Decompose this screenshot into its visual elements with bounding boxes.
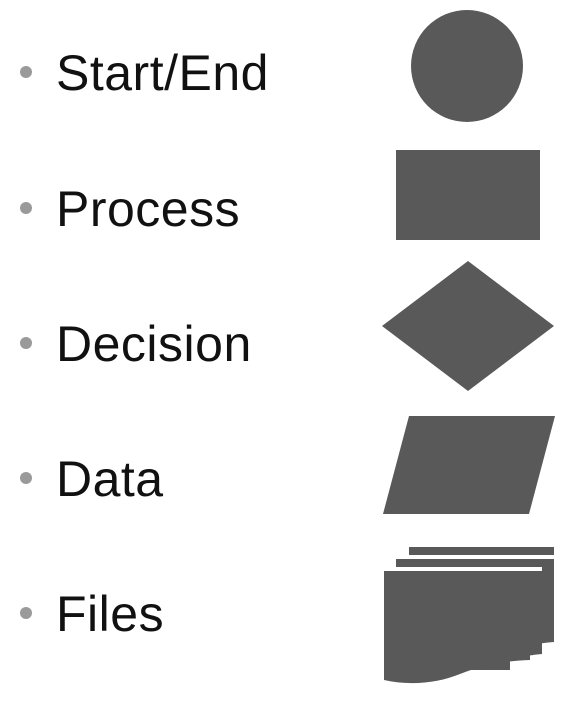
bullet-icon [20, 472, 32, 484]
legend-label: Decision [56, 316, 252, 372]
bullet-icon [20, 607, 32, 619]
legend-label: Data [56, 451, 164, 507]
bullet-icon [20, 337, 32, 349]
rectangle-icon [370, 147, 550, 247]
legend-label: Start/End [56, 45, 269, 101]
legend-item-data: Data [0, 405, 568, 535]
legend-item-process: Process [0, 135, 568, 265]
bullet-icon [20, 202, 32, 214]
parallelogram-icon [370, 413, 560, 523]
legend-label: Files [56, 586, 165, 642]
legend-item-start-end: Start/End [0, 0, 568, 130]
diamond-icon [370, 258, 560, 398]
bullet-icon [20, 66, 32, 78]
stacked-documents-icon [370, 542, 560, 692]
circle-icon [370, 8, 530, 128]
legend-item-decision: Decision [0, 261, 568, 400]
legend-item-files: Files [0, 540, 568, 684]
legend-label: Process [56, 181, 241, 237]
